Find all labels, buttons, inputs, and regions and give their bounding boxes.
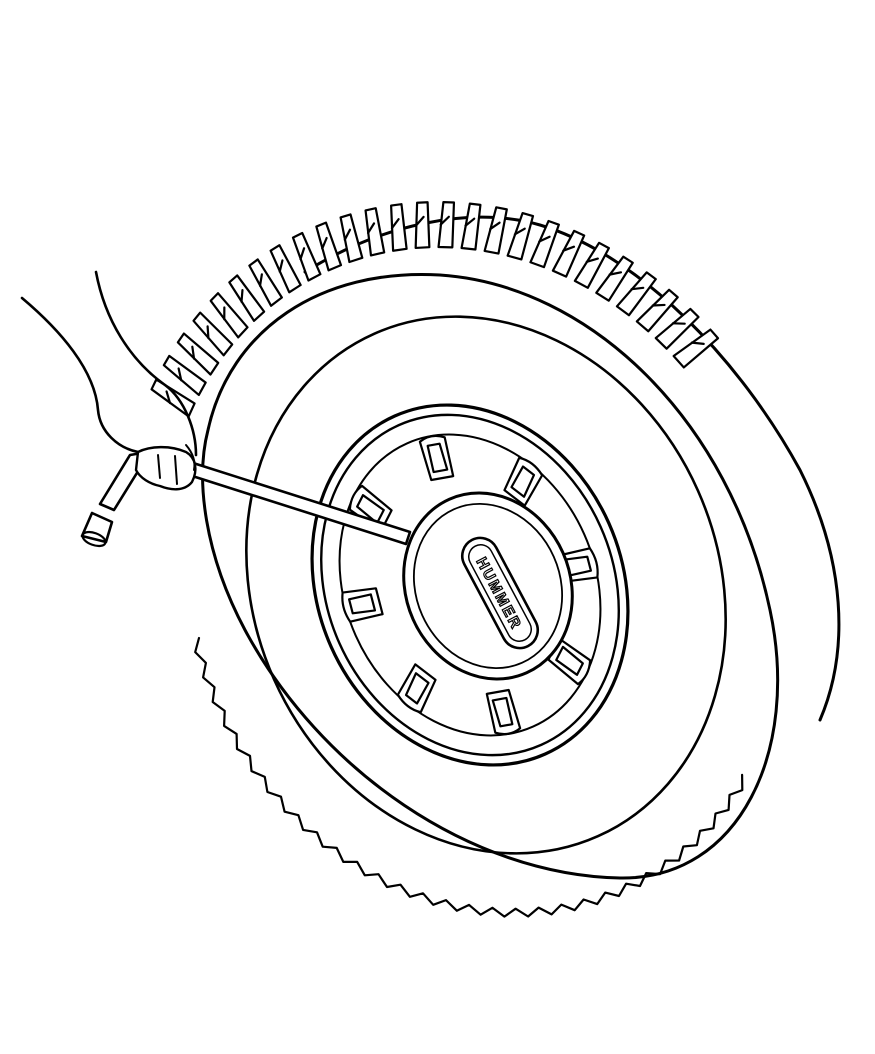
tread-block: [615, 271, 657, 317]
tread-serration: [194, 636, 744, 918]
wheel-spoke-slot-inner: [491, 696, 514, 728]
tread-block: [573, 241, 610, 289]
tread-block: [291, 231, 322, 282]
tread-groove: [562, 245, 576, 252]
tread-groove: [513, 227, 526, 236]
tread-groove: [630, 286, 645, 291]
tread-block: [390, 203, 408, 252]
wheel-spoke-slot-inner: [356, 494, 385, 525]
tread-block: [506, 212, 535, 261]
tread-groove: [390, 218, 400, 230]
tread-block: [437, 201, 456, 249]
tread-groove: [585, 257, 599, 263]
tread-groove: [206, 325, 210, 340]
wheel-spoke-slot: [396, 663, 437, 714]
tread-groove: [177, 367, 183, 382]
tread-block: [269, 244, 302, 294]
tread-groove: [538, 235, 551, 243]
wheel-spoke-slot: [547, 637, 592, 686]
tread-groove: [191, 345, 196, 360]
tread-groove: [608, 271, 623, 276]
tread-block: [209, 292, 249, 339]
tread-block: [162, 354, 207, 397]
tread-block: [192, 311, 234, 357]
tread-block: [551, 229, 586, 278]
hand-holding-wrench: [20, 270, 198, 491]
tread-groove: [439, 215, 450, 226]
wheel-spoke-slot-inner: [404, 672, 430, 705]
tread-groove: [489, 221, 501, 231]
tread-groove: [464, 217, 476, 227]
tread-groove: [165, 390, 172, 405]
tread-block: [176, 332, 220, 376]
tread-block: [339, 213, 364, 264]
tread-block: [364, 207, 386, 257]
tire-tread: [150, 201, 841, 722]
tread-block: [635, 288, 679, 333]
tread-block: [248, 258, 283, 307]
tread-groove: [651, 303, 666, 307]
tread-groove: [299, 247, 306, 261]
tread-block: [672, 328, 720, 369]
tread-groove: [690, 341, 705, 345]
wheel-spoke-slot: [348, 484, 393, 533]
tread-block: [228, 274, 266, 322]
tread-groove: [343, 228, 352, 241]
tread-groove: [258, 273, 263, 287]
wheel-spoke-slot-inner: [510, 465, 536, 498]
wheel-spoke-slot-inner: [347, 593, 377, 615]
tread-groove: [321, 236, 328, 250]
tread-block: [460, 202, 482, 251]
tread-groove: [415, 215, 425, 227]
wheel-spoke-slot: [503, 456, 544, 507]
tread-block: [529, 219, 560, 269]
tread-block: [315, 221, 343, 272]
tread-groove: [366, 222, 376, 235]
wheel-spoke-slot-inner: [555, 645, 584, 676]
tread-block: [595, 255, 634, 302]
tread-groove: [240, 288, 244, 303]
wheel-spoke-slot-inner: [426, 442, 449, 474]
tread-block: [414, 201, 431, 250]
tread-groove: [278, 259, 284, 273]
tread-block: [654, 307, 700, 350]
tread-block: [483, 206, 508, 255]
